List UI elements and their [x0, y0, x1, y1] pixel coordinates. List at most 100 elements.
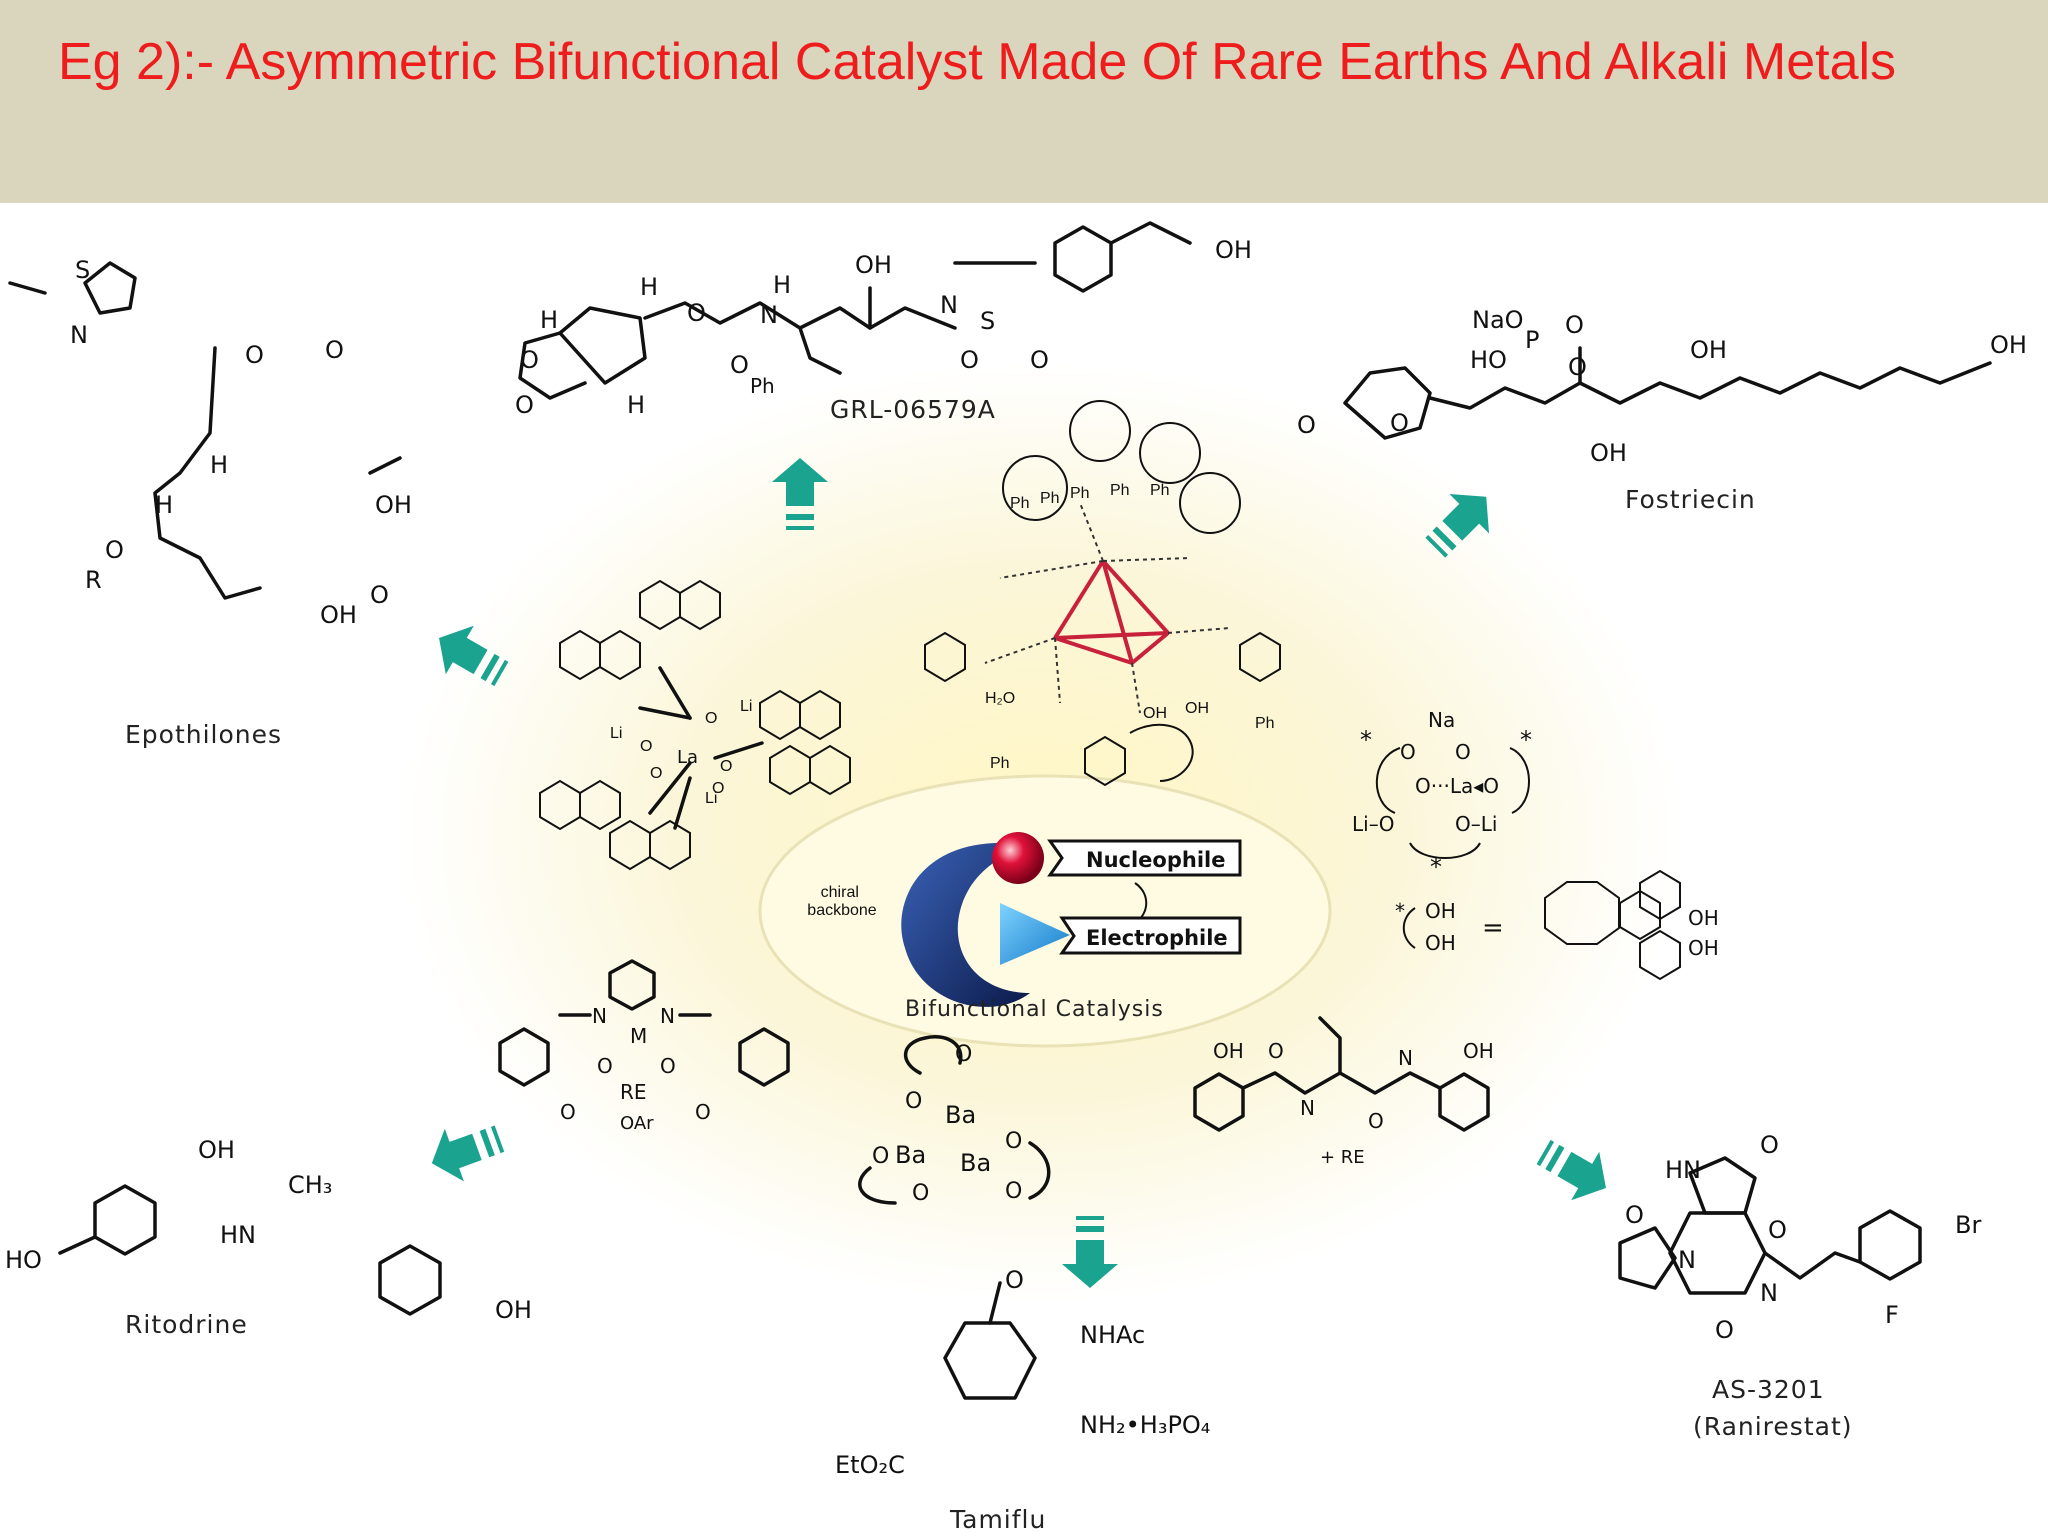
svg-text:OH: OH: [855, 251, 892, 279]
svg-text:H: H: [540, 306, 558, 334]
svg-text:O: O: [560, 1100, 576, 1124]
svg-text:Ph: Ph: [1255, 715, 1275, 732]
svg-text:Ba: Ba: [945, 1101, 976, 1129]
epothilones-structure: S N H H O O OH O OH R O Epothilones: [8, 256, 412, 749]
as3201-structure: HN O O N O N O Br F AS-3201 (Ranirestat): [1618, 1131, 1981, 1441]
svg-text:O: O: [1030, 346, 1049, 374]
svg-text:N: N: [1760, 1279, 1778, 1307]
svg-text:HN: HN: [220, 1221, 256, 1249]
svg-text:O: O: [712, 780, 724, 797]
ritodrine-structure: OH CH₃ HN HO OH Ritodrine: [5, 1136, 532, 1339]
chiral-label-line2: backbone: [807, 902, 876, 919]
valine-ligand: OH OH O O N N + RE: [1193, 1016, 1494, 1168]
svg-text:Ph: Ph: [1010, 495, 1030, 512]
svg-text:O: O: [687, 299, 706, 327]
svg-text:*: *: [1395, 899, 1405, 923]
svg-text:OH: OH: [1990, 331, 2027, 359]
salen-complex: N N M O O RE O O OAr: [498, 959, 790, 1134]
crescent-icon: [901, 843, 1030, 1007]
tamiflu-label: Tamiflu: [949, 1505, 1046, 1534]
svg-text:O: O: [705, 710, 717, 727]
svg-text:OH: OH: [1590, 439, 1627, 467]
grl-06579a-structure: O N H O Ph OH N S O O OH H H H O O GRL-0…: [515, 221, 1252, 424]
svg-text:O: O: [370, 581, 389, 609]
svg-text:O: O: [1768, 1216, 1787, 1244]
svg-text:OH: OH: [375, 491, 412, 519]
linked-binol-definition: * OH OH = OH OH: [1395, 869, 1719, 981]
svg-text:HO: HO: [1470, 346, 1507, 374]
teal-arrow-icon: [1529, 1127, 1620, 1213]
svg-text:O–Li: O–Li: [1455, 812, 1497, 836]
svg-text:HN: HN: [1665, 1156, 1701, 1184]
chiral-backbone-label: chiral backbone: [807, 884, 876, 919]
svg-text:OH: OH: [1143, 705, 1167, 722]
svg-text:OH: OH: [1688, 936, 1719, 960]
svg-text:OH: OH: [320, 601, 357, 629]
svg-text:OH: OH: [1215, 236, 1252, 264]
svg-text:NHAc: NHAc: [1080, 1321, 1145, 1349]
ritodrine-label: Ritodrine: [125, 1310, 248, 1339]
red-sphere-icon: [992, 832, 1044, 884]
svg-text:O: O: [1005, 1179, 1022, 1204]
svg-text:O: O: [1760, 1131, 1779, 1159]
nucleophile-label: Nucleophile: [1086, 848, 1225, 872]
svg-text:O: O: [1390, 409, 1409, 437]
svg-text:N: N: [592, 1004, 607, 1028]
svg-text:O···La◂O: O···La◂O: [1415, 774, 1499, 798]
svg-text:H: H: [210, 451, 228, 479]
svg-text:O: O: [1268, 1039, 1284, 1063]
svg-text:O: O: [640, 738, 652, 755]
svg-text:Ph: Ph: [1150, 482, 1170, 499]
svg-text:Li–O: Li–O: [1352, 812, 1394, 836]
svg-text:P: P: [1525, 326, 1539, 354]
re-label: + RE: [1320, 1147, 1365, 1168]
svg-text:OH: OH: [1688, 906, 1719, 930]
svg-text:O: O: [1455, 740, 1471, 764]
electrophile-label: Electrophile: [1086, 926, 1228, 950]
svg-text:O: O: [1568, 353, 1587, 381]
teal-arrow-icon: [422, 1112, 510, 1190]
svg-text:NH₂•H₃PO₄: NH₂•H₃PO₄: [1080, 1411, 1210, 1439]
svg-text:O: O: [105, 536, 124, 564]
svg-text:N: N: [660, 1004, 675, 1028]
svg-text:O: O: [245, 341, 264, 369]
svg-text:O: O: [515, 391, 534, 419]
as3201-label: AS-3201: [1712, 1375, 1825, 1404]
svg-text:O: O: [1005, 1129, 1022, 1154]
blue-triangle-icon: [1000, 903, 1070, 965]
svg-text:O: O: [1400, 740, 1416, 764]
svg-text:Ba: Ba: [895, 1141, 926, 1169]
svg-text:Ph: Ph: [990, 755, 1010, 772]
svg-text:O: O: [905, 1089, 922, 1114]
svg-text:*: *: [1360, 726, 1372, 754]
svg-text:N: N: [1300, 1096, 1315, 1120]
svg-text:Br: Br: [1955, 1211, 1981, 1239]
svg-text:Ph: Ph: [1070, 485, 1090, 502]
na-la-li-cluster: Na O···La◂O Li–O O–Li O O * * *: [1352, 708, 1532, 881]
svg-text:Li: Li: [705, 790, 717, 807]
svg-text:N: N: [760, 301, 778, 329]
title-bar: Eg 2):- Asymmetric Bifunctional Catalyst…: [0, 0, 2048, 203]
svg-text:Ph: Ph: [1040, 490, 1060, 507]
svg-text:O: O: [650, 765, 662, 782]
gd-cluster-structure: Ph Ph Ph Ph Ph H₂O Ph Ph OH OH: [924, 400, 1281, 787]
svg-text:Na: Na: [1428, 708, 1455, 732]
svg-text:CH₃: CH₃: [288, 1171, 332, 1199]
svg-text:O: O: [597, 1054, 613, 1078]
svg-text:OAr: OAr: [620, 1113, 654, 1134]
svg-text:H: H: [155, 491, 173, 519]
svg-text:O: O: [1625, 1201, 1644, 1229]
la-binol-complex: La O O O O O Li Li Li: [539, 579, 851, 871]
svg-text:O: O: [730, 351, 749, 379]
svg-text:OH: OH: [1425, 899, 1456, 923]
svg-text:Ba: Ba: [960, 1149, 991, 1177]
svg-text:Ph: Ph: [1110, 482, 1130, 499]
svg-text:H: H: [640, 273, 658, 301]
svg-text:Li: Li: [740, 698, 752, 715]
chiral-label-line1: chiral: [821, 884, 859, 901]
svg-text:OH: OH: [1425, 931, 1456, 955]
electrophile-box: [1059, 916, 1242, 955]
svg-text:S: S: [980, 307, 995, 335]
svg-text:O: O: [1715, 1316, 1734, 1344]
svg-text:H: H: [627, 391, 645, 419]
